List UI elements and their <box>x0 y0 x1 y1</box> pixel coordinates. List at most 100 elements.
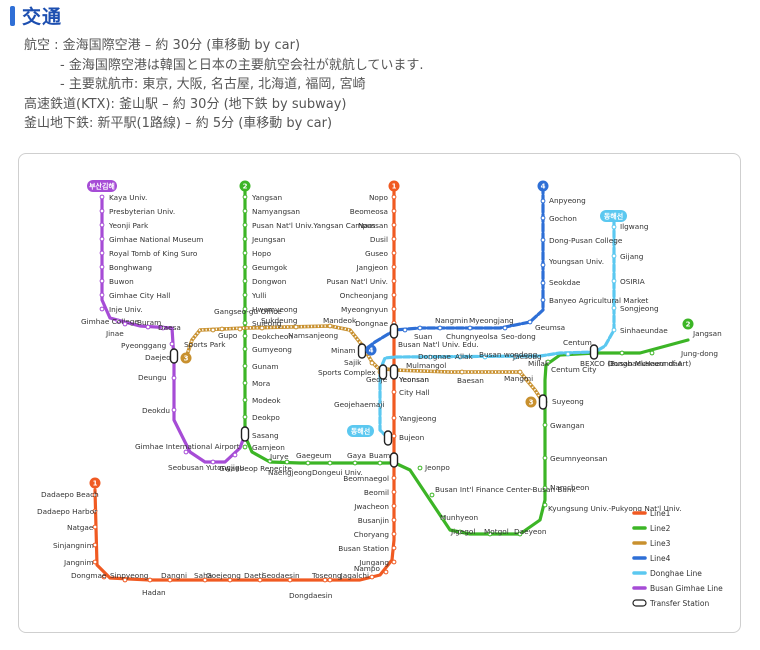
station-label-jwacheon: Jwacheon <box>353 502 389 511</box>
station-label-extra-mulmangol: Mulmangol <box>406 361 446 370</box>
station-gimhae-college <box>115 318 121 324</box>
station-dadaepo-harbor <box>92 508 98 514</box>
station-gamjeon <box>242 444 248 450</box>
station-label-extra-centum-city: Centum City <box>551 365 597 374</box>
station-label-suyeong: Suyeong <box>552 397 584 406</box>
donghae-badge-text: 동해선 <box>604 212 623 221</box>
station-busan-station <box>391 545 397 551</box>
station-dusil <box>391 236 397 242</box>
station-label-daeti: Daeti <box>244 571 263 580</box>
station-label-mora: Mora <box>252 379 270 388</box>
station-namyangsan <box>242 208 248 214</box>
station-label-allak: Allak <box>455 352 474 361</box>
station-dongeui-univ <box>327 460 333 466</box>
station-namsanjeong <box>293 324 299 330</box>
transfer-station-2 <box>389 452 399 468</box>
transfer-station-0 <box>389 323 399 339</box>
station-label-nangmin: Nangmin <box>435 316 468 325</box>
station-sports-park <box>210 327 216 333</box>
station-seokdae <box>540 280 546 286</box>
station-myeongjang <box>467 325 473 331</box>
station-allak <box>457 354 463 360</box>
station-buam <box>377 460 383 466</box>
line1-end-badge-num: 1 <box>93 480 98 488</box>
station-label-sports-complex: Sports Complex <box>318 368 376 377</box>
station-unnamed-50 <box>542 502 548 508</box>
station-label-extra-gwaebeop-renecite: Gwaebeop Renecite <box>219 464 292 473</box>
station-yeonji-park <box>99 222 105 228</box>
station-label-dadaepo-harbor: Dadaepo Harbor <box>37 507 97 516</box>
station-label-sports-park: Sports Park <box>184 340 226 349</box>
station-jurye <box>267 458 273 464</box>
station-hadan <box>147 577 153 583</box>
station-label-seokdae: Seokdae <box>549 278 581 287</box>
station-label-extra-busan-int-l-finance-center-busan-bank: Busan Int'l Finance Center-Busan Bank <box>435 485 576 494</box>
station-nampo <box>383 569 389 575</box>
station-jeungsan <box>242 236 248 242</box>
line3-badge-num: 3 <box>184 355 189 363</box>
station-jangnim <box>92 559 98 565</box>
station-label-extra-yeonsan: Yeonsan <box>398 375 429 384</box>
line3-end-badge <box>525 396 537 408</box>
station-label-jagalchi: Jagalchi <box>340 571 369 580</box>
station-label-yangsan: Yangsan <box>251 193 282 202</box>
station-jeonpo <box>417 465 423 471</box>
station-label-extra-munhyeon: Munhyeon <box>440 513 478 522</box>
station-suan <box>402 327 408 333</box>
station-label-extra-dongdaesin: Dongdaesin <box>289 591 332 600</box>
legend-label-line2: Line2 <box>650 524 671 533</box>
station-modeok <box>242 397 248 403</box>
station-gwangan <box>542 422 548 428</box>
transfer-station-4 <box>169 348 179 364</box>
legend-label-busan-gimhae-line: Busan Gimhae Line <box>650 584 723 593</box>
station-label-extra-seobusan-yutongjigu: Seobusan Yutongjigu <box>168 463 244 472</box>
line4-end-badge <box>365 344 377 356</box>
line4-track <box>360 184 545 354</box>
station-presbyterian-univ <box>99 208 105 214</box>
station-label-inje-univ: Inje Univ. <box>109 305 143 314</box>
station-label-natgae: Natgae <box>67 523 94 532</box>
station-dongmae <box>101 574 107 580</box>
legend-label-line3: Line3 <box>650 539 671 548</box>
station-busanjin <box>391 517 397 523</box>
station-label-bonghwang: Bonghwang <box>109 263 152 272</box>
station-dong-pusan-college <box>540 237 546 243</box>
station-label-extra-jung-dong: Jung-dong <box>680 349 718 358</box>
station-label-songjeong: Songjeong <box>620 304 659 313</box>
station-label-royal-tomb-of-king-suro: Royal Tomb of King Suro <box>109 249 198 258</box>
station-label-gijang: Gijang <box>620 252 643 261</box>
station-label-extra-haeundae: Haeundae <box>645 359 683 368</box>
station-unnamed-47 <box>457 529 463 535</box>
station-label-centum: Centum <box>563 338 592 347</box>
station-label-beomil: Beomil <box>364 488 389 497</box>
station-deokdu <box>171 407 177 413</box>
station-label-buram: Buram <box>137 318 161 327</box>
station-label-hadan: Hadan <box>142 588 166 597</box>
station-hopo <box>242 250 248 256</box>
station-sinjangnim <box>92 542 98 548</box>
station-label-extra-motgol: Motgol <box>484 527 509 536</box>
station-unnamed-55 <box>545 359 551 365</box>
station-buwon <box>99 278 105 284</box>
line4-badge-num: 4 <box>541 183 546 191</box>
line2-end-badge <box>682 318 694 330</box>
station-ilgwang <box>611 224 617 230</box>
station-label-gumyeong: Gumyeong <box>252 345 292 354</box>
station-beomil <box>391 489 397 495</box>
station-hwamyeong <box>242 306 248 312</box>
station-unnamed-49 <box>517 531 523 537</box>
info-metro: 釜山地下鉄: 新平駅(1路線) – 約 5分 (車移動 by car) <box>24 116 333 131</box>
station-label-jinae: Jinae <box>105 329 124 338</box>
transfer-station-3 <box>240 426 250 442</box>
station-label-yulli: Yulli <box>251 291 266 300</box>
station-unnamed-46 <box>440 515 446 521</box>
station-unnamed-94 <box>327 577 333 583</box>
transfer-station-8 <box>589 344 599 360</box>
station-label-hopo: Hopo <box>252 249 272 258</box>
transfer-station-1 <box>389 364 399 380</box>
station-beomeosa <box>391 208 397 214</box>
station-label-nopo: Nopo <box>369 193 389 202</box>
station-chungnyeolsa <box>437 325 443 331</box>
station-kaya-univ <box>99 194 105 200</box>
station-label-anpyeong: Anpyeong <box>549 196 586 205</box>
